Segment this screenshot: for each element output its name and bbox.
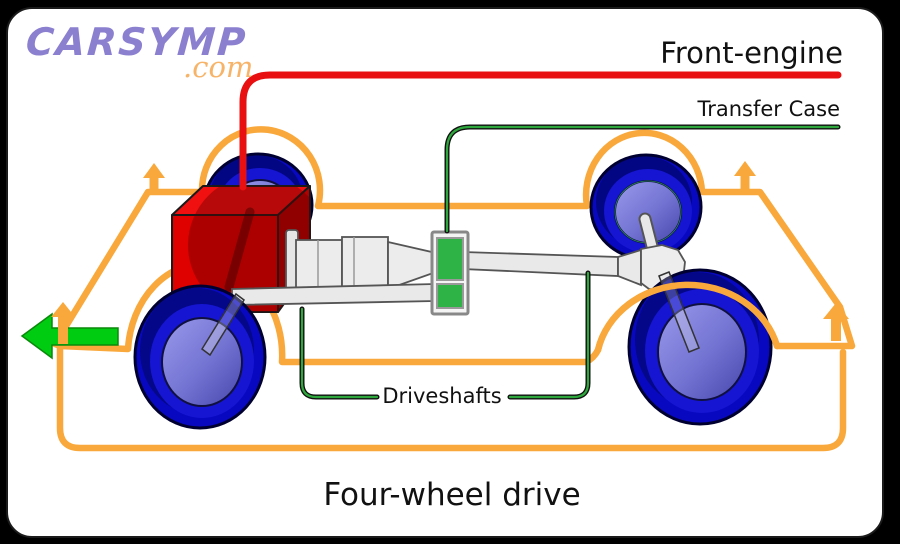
rear-driveshaft — [462, 248, 642, 287]
front-right-arrow-icon — [51, 302, 75, 344]
near-side-arrows — [51, 302, 849, 344]
driveshafts-label: Driveshafts — [382, 384, 502, 408]
diagram-title: Four-wheel drive — [323, 477, 581, 513]
transfer-case-label: Transfer Case — [697, 97, 840, 121]
rear-left-arrow-icon — [734, 161, 756, 191]
rear-far-wheel — [589, 153, 703, 261]
rear-near-wheel-arch — [594, 281, 781, 354]
rear-right-arrow-icon — [823, 303, 849, 341]
front-engine-label: Front-engine — [660, 36, 843, 70]
front-near-wheel — [133, 284, 267, 430]
car-outline-lower — [56, 342, 847, 452]
front-left-arrow-icon — [143, 163, 165, 191]
driveshafts-pointer-lines — [299, 270, 591, 400]
front-engine-pointer-line — [239, 71, 842, 191]
transfer-case — [430, 230, 470, 316]
rear-axle-stub — [658, 271, 700, 353]
transfer-case-pointer-line — [444, 124, 841, 234]
front-axle-stub — [201, 292, 245, 357]
logo-com: .com — [183, 50, 254, 84]
wheel-drive-arrows — [143, 161, 756, 191]
